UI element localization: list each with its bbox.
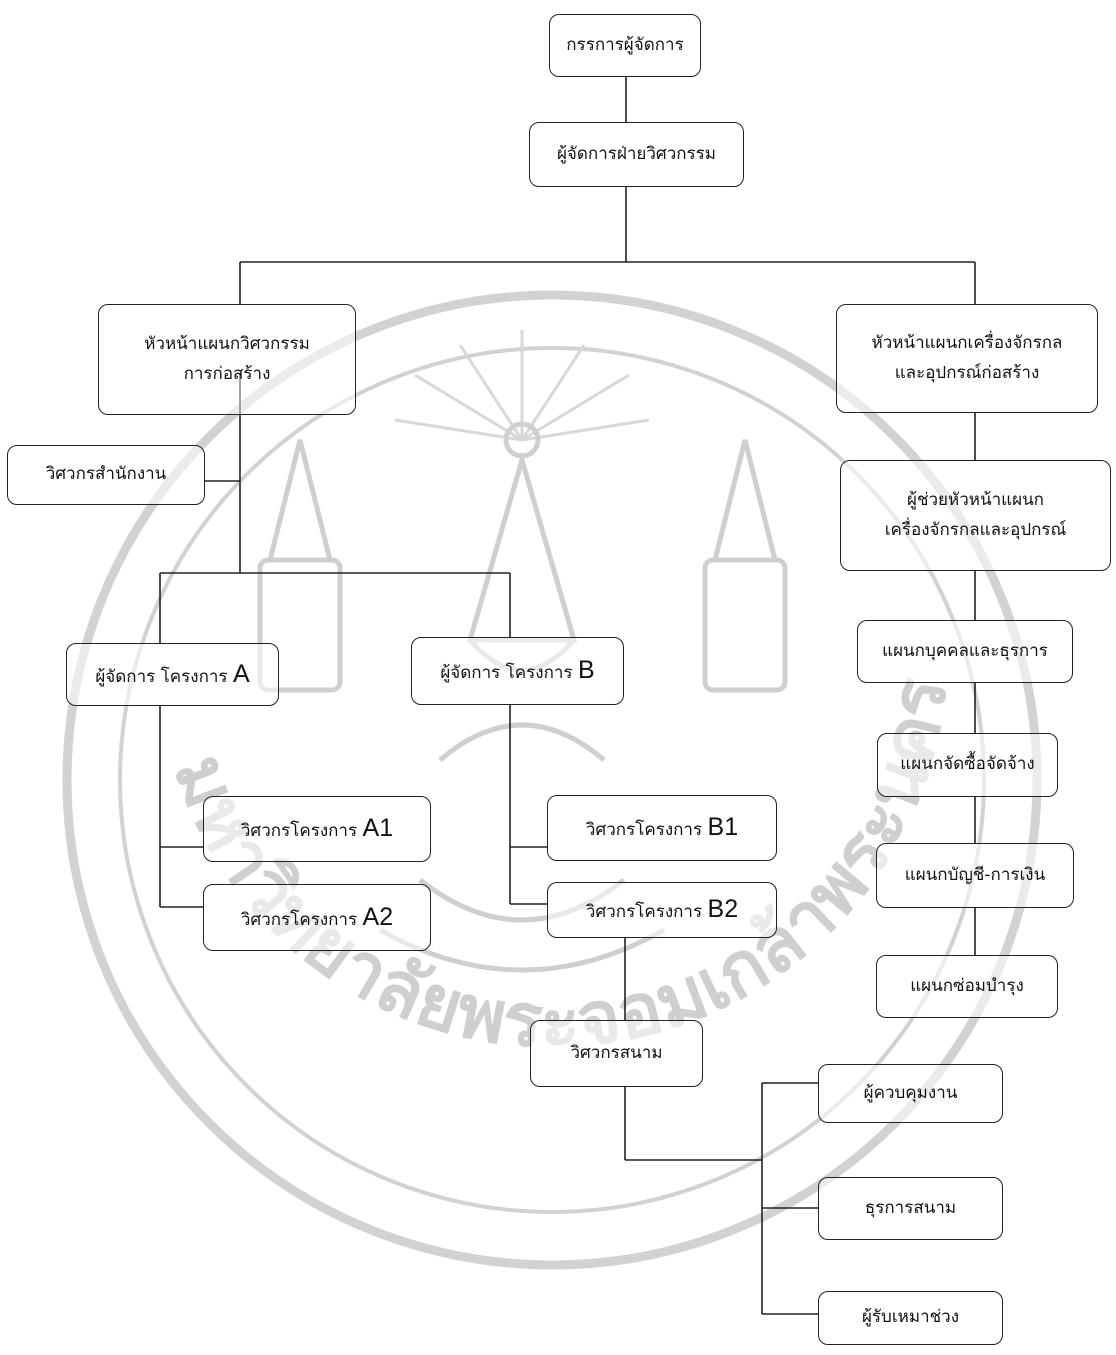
- node-label-line1: ผู้ช่วยหัวหน้าแผนก: [907, 489, 1044, 510]
- node-label: ผู้ควบคุมงาน: [863, 1082, 958, 1103]
- node-label-prefix: วิศวกรโครงการ: [585, 820, 703, 841]
- node-label-prefix: ผู้จัดการ โครงการ: [440, 663, 573, 684]
- node-label-line1: หัวหน้าแผนกเครื่องจักรกล: [871, 332, 1063, 353]
- node-machinery-assistant: ผู้ช่วยหัวหน้าแผนก เครื่องจักรกลและอุปกร…: [840, 460, 1111, 571]
- node-subcontractor: ผู้รับเหมาช่วง: [818, 1291, 1003, 1345]
- node-field-clerk: ธุรการสนาม: [818, 1177, 1003, 1240]
- node-label: แผนกซ่อมบำรุง: [910, 975, 1024, 996]
- node-label-line2: การก่อสร้าง: [183, 363, 271, 384]
- node-machinery-head: หัวหน้าแผนกเครื่องจักรกล และอุปกรณ์ก่อสร…: [836, 304, 1098, 413]
- node-office-engineer: วิศวกรสำนักงาน: [7, 445, 205, 505]
- node-managing-director: กรรการผู้จัดการ: [549, 14, 701, 77]
- node-label-prefix: วิศวกรโครงการ: [240, 821, 358, 842]
- node-label: ผู้จัดการ โครงการ B: [440, 649, 594, 693]
- node-label: กรรการผู้จัดการ: [566, 34, 684, 55]
- node-label: แผนกบัญชี-การเงิน: [904, 864, 1046, 885]
- node-accounting-dept: แผนกบัญชี-การเงิน: [876, 843, 1074, 908]
- node-label-code: B: [577, 656, 595, 685]
- node-label-prefix: วิศวกรโครงการ: [585, 902, 703, 923]
- node-label-code: A2: [362, 902, 394, 931]
- node-label: วิศวกรโครงการ A1: [241, 807, 393, 851]
- node-pm-a: ผู้จัดการ โครงการ A: [66, 643, 279, 706]
- node-label: วิศวกรสำนักงาน: [45, 464, 167, 485]
- node-supervisor: ผู้ควบคุมงาน: [818, 1064, 1003, 1123]
- node-label: ธุรการสนาม: [864, 1197, 957, 1218]
- node-label: ผู้จัดการ โครงการ A: [95, 653, 249, 697]
- node-construction-head: หัวหน้าแผนกวิศวกรรม การก่อสร้าง: [98, 304, 356, 415]
- sun-rays: [394, 330, 650, 442]
- node-field-engineer: วิศวกรสนาม: [530, 1020, 703, 1087]
- node-engineering-manager: ผู้จัดการฝ่ายวิศวกรรม: [529, 122, 744, 187]
- node-personnel-dept: แผนกบุคคลและธุรการ: [857, 620, 1073, 683]
- node-label: วิศวกรสนาม: [570, 1042, 663, 1063]
- node-label-line1: หัวหน้าแผนกวิศวกรรม: [144, 333, 310, 354]
- node-eng-a2: วิศวกรโครงการ A2: [203, 884, 431, 951]
- node-label: วิศวกรโครงการ B1: [586, 806, 738, 850]
- node-label-code: B1: [707, 813, 739, 842]
- node-label: ผู้จัดการฝ่ายวิศวกรรม: [556, 143, 717, 164]
- node-label-prefix: วิศวกรโครงการ: [240, 909, 358, 930]
- node-label-code: A1: [362, 814, 394, 843]
- node-eng-b2: วิศวกรโครงการ B2: [547, 882, 777, 938]
- node-label-line2: เครื่องจักรกลและอุปกรณ์: [884, 519, 1067, 540]
- node-label: แผนกจัดซื้อจัดจ้าง: [900, 754, 1035, 775]
- node-procurement-dept: แผนกจัดซื้อจัดจ้าง: [877, 733, 1058, 797]
- node-eng-a1: วิศวกรโครงการ A1: [203, 796, 431, 862]
- node-label: ผู้รับเหมาช่วง: [861, 1307, 960, 1328]
- node-label: วิศวกรโครงการ A2: [241, 896, 393, 940]
- node-maintenance-dept: แผนกซ่อมบำรุง: [876, 955, 1058, 1018]
- node-label-code: B2: [707, 895, 739, 924]
- node-label-prefix: ผู้จัดการ โครงการ: [95, 666, 228, 687]
- node-pm-b: ผู้จัดการ โครงการ B: [411, 637, 624, 705]
- node-eng-b1: วิศวกรโครงการ B1: [547, 795, 777, 861]
- node-label: วิศวกรโครงการ B2: [586, 888, 738, 932]
- node-label-line2: และอุปกรณ์ก่อสร้าง: [894, 362, 1040, 383]
- node-label-code: A: [232, 659, 250, 688]
- node-label: แผนกบุคคลและธุรการ: [882, 640, 1048, 661]
